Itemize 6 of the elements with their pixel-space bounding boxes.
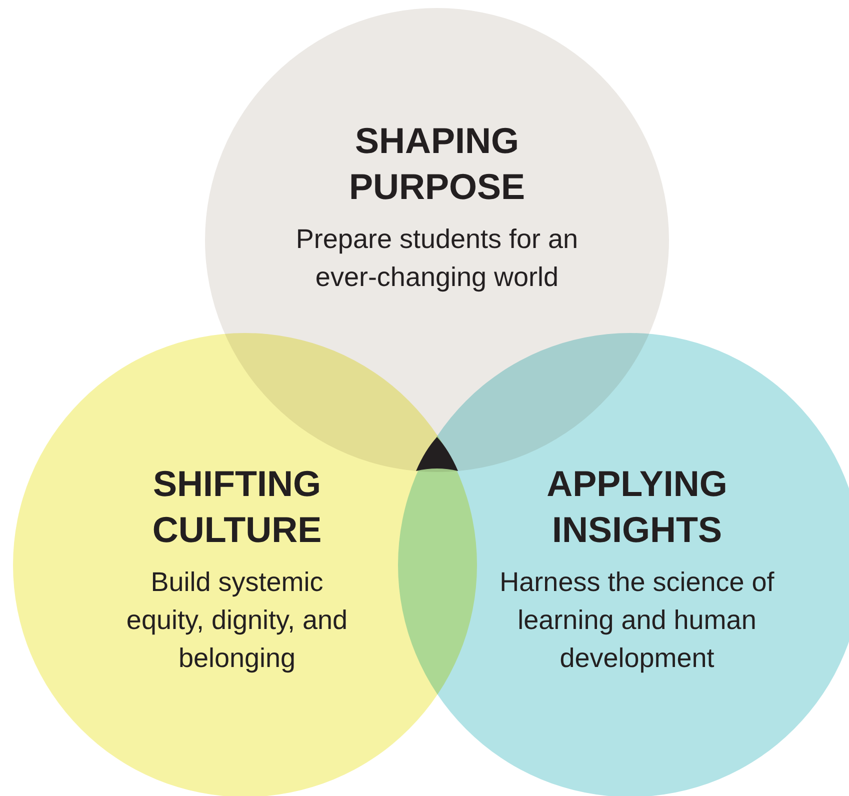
circle-description: Harness the science of learning and human development	[498, 566, 776, 675]
circle-heading: SHAPING PURPOSE	[348, 119, 526, 209]
circle-heading: APPLYING INSIGHTS	[546, 462, 728, 552]
circle-description: Prepare students for an ever-changing world	[294, 223, 580, 294]
circle-description: Build systemic equity, dignity, and belonging	[125, 566, 349, 675]
circle-heading: SHIFTING CULTURE	[151, 462, 323, 552]
